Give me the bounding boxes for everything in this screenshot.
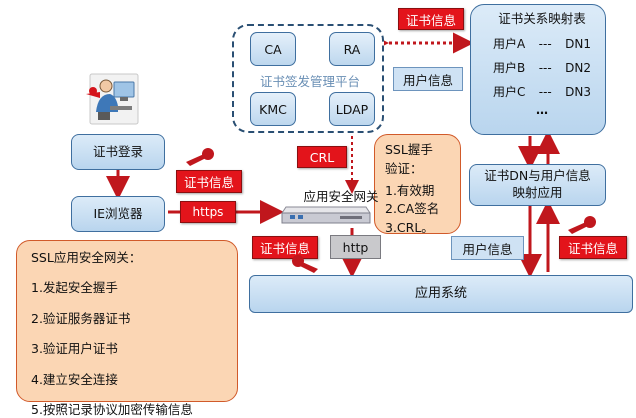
ssl-gateway-item: 5.按照记录协议加密传输信息	[31, 402, 193, 417]
ssl-gateway-item: 2.验证服务器证书	[31, 310, 131, 326]
https-tag: https	[180, 201, 236, 223]
gateway-label: 应用安全网关	[303, 189, 379, 204]
mapping-dn: DN1	[565, 36, 591, 51]
mapping-dash: ---	[538, 36, 552, 51]
mapping-user: 用户A	[493, 36, 526, 51]
handshake-item: 1.有效期	[385, 182, 435, 198]
cert-login-box: 证书登录	[71, 134, 165, 170]
handshake-item: 2.CA签名	[385, 201, 440, 217]
kmc-node: KMC	[250, 92, 296, 126]
cert-info-tag-top: 证书信息	[398, 8, 464, 30]
ie-browser-box: IE浏览器	[71, 196, 165, 232]
cert-info-tag-gateway: 证书信息	[252, 236, 318, 259]
user-computer-icon	[84, 72, 144, 128]
mapping-dash: ---	[538, 85, 552, 100]
mapping-row: 用户C --- DN3	[493, 84, 591, 100]
user-info-tag-mid: 用户信息	[393, 67, 463, 91]
key-icon-right	[566, 214, 598, 236]
ssl-gateway-item: 3.验证用户证书	[31, 341, 118, 356]
ldap-node: LDAP	[329, 92, 375, 126]
mapping-user: 用户C	[493, 85, 526, 100]
mapping-row: 用户B --- DN2	[493, 60, 591, 76]
handshake-subtitle: 验证：	[385, 160, 423, 176]
mapping-table-title: 证书关系映射表	[498, 11, 586, 26]
crl-tag: CRL	[297, 146, 347, 168]
ssl-gateway-item: 4.建立安全连接	[31, 371, 118, 387]
mapping-dn: DN3	[565, 85, 591, 100]
handshake-item: 3.CRL。	[385, 220, 434, 235]
ca-node: CA	[250, 32, 296, 66]
key-icon-left	[184, 146, 216, 168]
gateway-device-icon	[280, 203, 372, 227]
user-info-tag-bottom: 用户信息	[451, 236, 524, 260]
http-tag: http	[330, 235, 381, 259]
ssl-gateway-title: SSL应用安全网关：	[31, 250, 142, 265]
key-icon-gateway	[290, 253, 320, 275]
mapping-row: 用户A --- DN1	[493, 36, 591, 52]
mapping-dn: DN2	[565, 61, 591, 76]
ssl-gateway-box: SSL应用安全网关： 1.发起安全握手 2.验证服务器证书 3.验证用户证书 4…	[16, 240, 238, 417]
handshake-title: SSL握手	[385, 142, 433, 157]
cert-info-tag-right: 证书信息	[559, 236, 627, 259]
ssl-handshake-box: SSL握手 验证： 1.有效期 2.CA签名 3.CRL。	[374, 134, 461, 235]
mapping-dash: ---	[538, 61, 552, 76]
dn-mapping-box: 证书DN与用户信息映射应用	[469, 164, 606, 206]
cert-mapping-table: 证书关系映射表 用户A --- DN1 用户B --- DN2 用户C --- …	[470, 4, 606, 135]
mapping-more: …	[536, 103, 548, 118]
platform-label: 证书签发管理平台	[259, 74, 360, 89]
cert-info-tag-left: 证书信息	[176, 170, 242, 193]
ssl-gateway-item: 1.发起安全握手	[31, 280, 118, 295]
app-system-box: 应用系统	[249, 275, 633, 313]
ra-node: RA	[329, 32, 375, 66]
mapping-user: 用户B	[493, 61, 526, 76]
